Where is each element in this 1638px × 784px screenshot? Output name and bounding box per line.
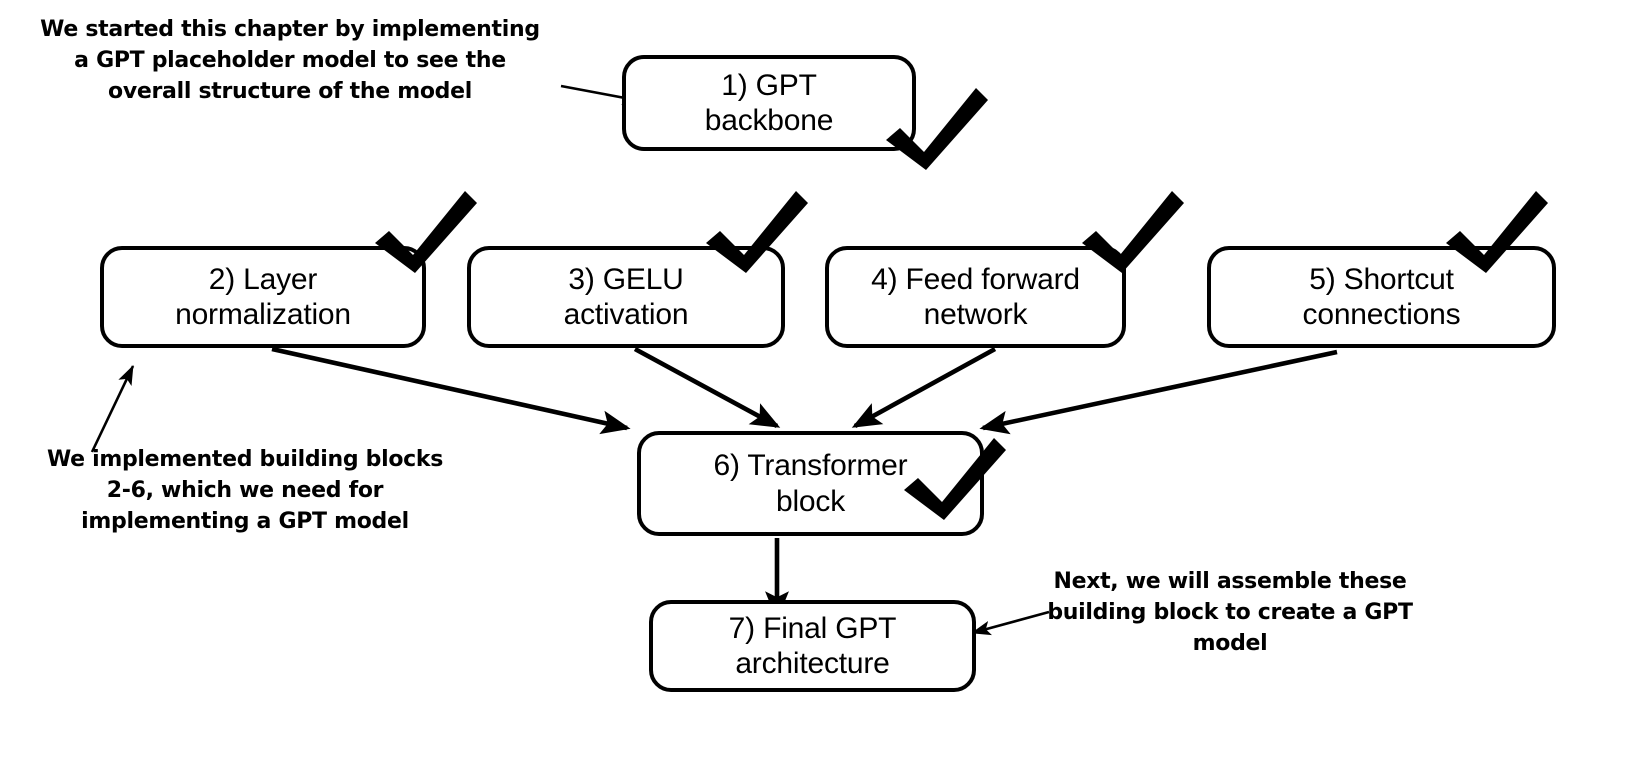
connector-layer-normalization-to-transformer-block bbox=[271, 346, 631, 435]
node-transformer-block-label: 6) Transformer block bbox=[713, 449, 908, 518]
connector-shortcut-connections-to-transformer-block bbox=[979, 349, 1338, 435]
node-shortcut-connections-label: 5) Shortcut connections bbox=[1302, 262, 1461, 331]
node-layer-normalization-label: 2) Layer normalization bbox=[175, 262, 351, 331]
node-final-gpt-architecture-label: 7) Final GPT architecture bbox=[728, 611, 897, 680]
node-gpt-backbone[interactable]: 1) GPT backbone bbox=[622, 55, 916, 151]
connector-feed-forward-network-to-transformer-block bbox=[851, 346, 997, 429]
node-gelu-activation-label: 3) GELU activation bbox=[563, 262, 689, 331]
connector-next-steps-note-to-final-gpt-architecture bbox=[970, 610, 1050, 636]
node-gpt-backbone-label: 1) GPT backbone bbox=[704, 68, 834, 137]
node-final-gpt-architecture[interactable]: 7) Final GPT architecture bbox=[649, 600, 976, 692]
node-gelu-activation[interactable]: 3) GELU activation bbox=[467, 246, 785, 348]
node-feed-forward-network-label: 4) Feed forward network bbox=[871, 262, 1080, 331]
annotation-next-steps-note: Next, we will assemble these building bl… bbox=[1047, 569, 1413, 657]
node-transformer-block[interactable]: 6) Transformer block bbox=[637, 431, 984, 536]
node-feed-forward-network[interactable]: 4) Feed forward network bbox=[825, 246, 1126, 348]
annotation-building-blocks-note: We implemented building blocks 2-6, whic… bbox=[46, 447, 444, 535]
node-layer-normalization[interactable]: 2) Layer normalization bbox=[100, 246, 426, 348]
annotation-intro-note: We started this chapter by implementing … bbox=[40, 17, 540, 105]
node-shortcut-connections[interactable]: 5) Shortcut connections bbox=[1207, 246, 1556, 348]
connector-building-blocks-note-to-layer-normalization bbox=[90, 365, 135, 453]
connector-gelu-activation-to-transformer-block bbox=[633, 346, 781, 429]
